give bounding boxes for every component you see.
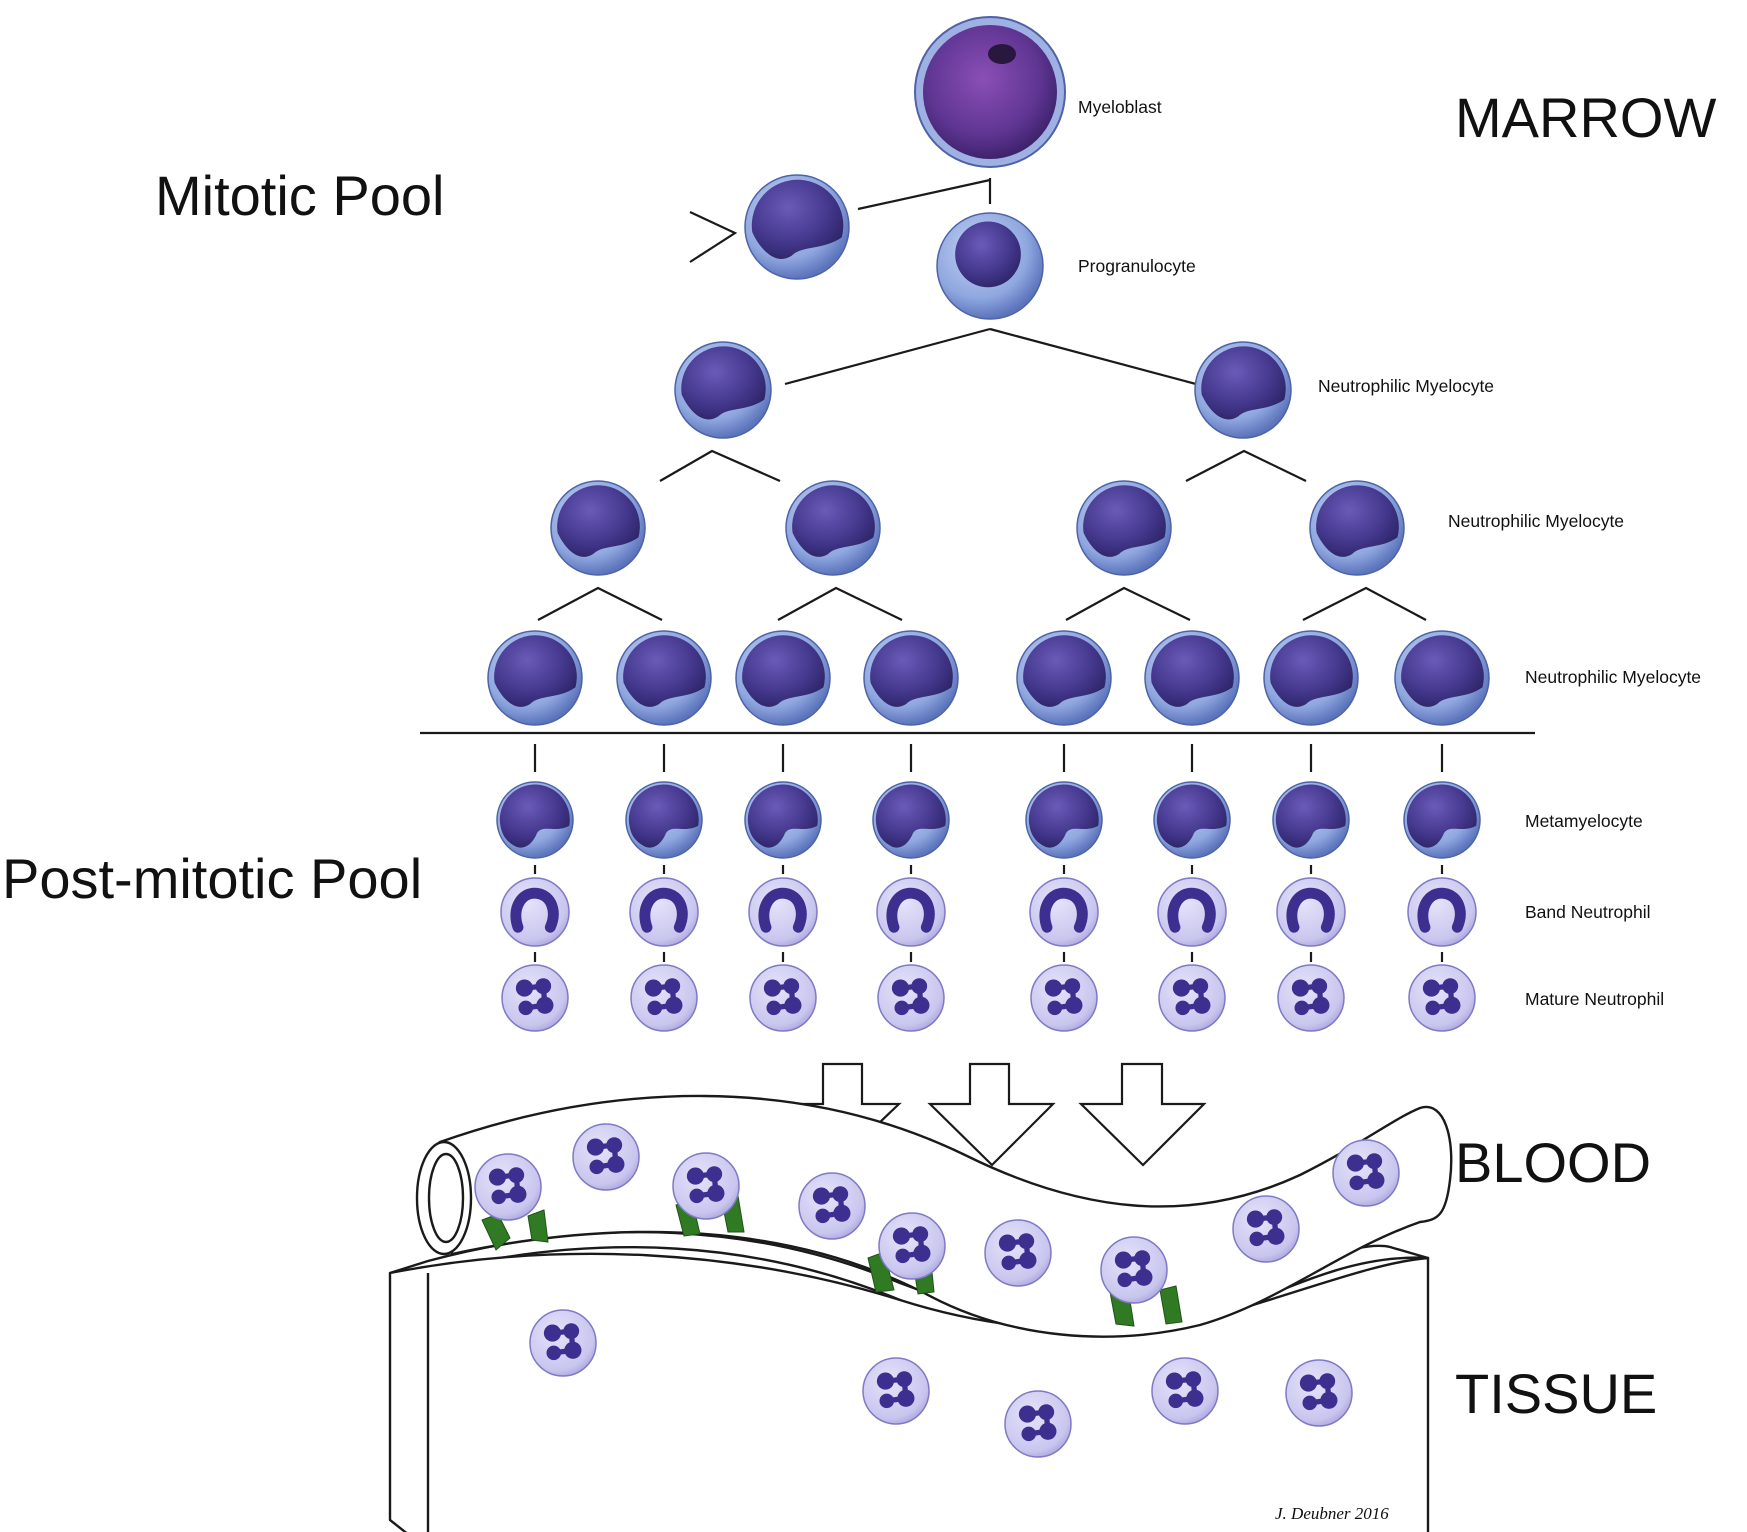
lineage-lines [420,178,1535,735]
myelocyte-gen3 [616,630,712,726]
mature-neutrophil-cell [1158,964,1226,1032]
blood-neutrophil [572,1123,640,1191]
myelocyte-label-2: Neutrophilic Myelocyte [1448,511,1624,531]
band-neutrophil-cell [1029,877,1099,947]
mature-neutrophil-cell [1277,964,1345,1032]
mature-neutrophil-cell [877,964,945,1032]
myelocyte-gen3 [735,630,831,726]
tissue-neutrophil [529,1309,597,1377]
progranulocyte-cell [936,212,1044,320]
blood-neutrophil [1232,1195,1300,1263]
band-neutrophil-cell [1407,877,1477,947]
myelocyte-gen2 [550,480,646,576]
metamyelocyte-cell [625,781,703,859]
blood-neutrophil [672,1152,740,1220]
myelocyte-gen1 [674,341,772,439]
blood-neutrophil [1332,1139,1400,1207]
vessel-opening-inner [427,1152,465,1244]
metamyelocyte-cell [1403,781,1481,859]
myelocyte-gen3 [1016,630,1112,726]
tissue-label: TISSUE [1455,1362,1657,1425]
myelocyte-gen2 [1309,480,1405,576]
marrow-label: MARROW [1455,86,1716,149]
post-mitotic-pool-label: Post-mitotic Pool [2,847,422,910]
mature-neutrophil-cell [749,964,817,1032]
band-neutrophil-label: Band Neutrophil [1525,902,1651,922]
myelocyte-gen2 [785,480,881,576]
myeloblast-cell [914,16,1066,168]
myelocyte-label-3: Neutrophilic Myelocyte [1525,667,1701,687]
metamyelocyte-cell [496,781,574,859]
myelocyte-gen3 [863,630,959,726]
band-neutrophil-cell [500,877,570,947]
down-arrow-3 [1078,1062,1207,1167]
myelocyte-gen1 [1194,341,1292,439]
mitotic-pool-label: Mitotic Pool [155,164,444,227]
band-neutrophil-cell [629,877,699,947]
metamyelocyte-label: Metamyelocyte [1525,811,1643,831]
myelocyte-gen3 [1394,630,1490,726]
metamyelocyte-cell [1153,781,1231,859]
myelocyte-gen2 [1076,480,1172,576]
myelocyte-gen3 [1144,630,1240,726]
blood-neutrophil [984,1219,1052,1287]
blood-neutrophil [878,1212,946,1280]
band-neutrophil-cell [1276,877,1346,947]
mature-neutrophil-cell [1408,964,1476,1032]
metamyelocyte-cell [1025,781,1103,859]
mitotic-cell-side [744,174,850,280]
band-neutrophil-cell [748,877,818,947]
blood-neutrophil [1100,1236,1168,1304]
tissue-neutrophil [1004,1390,1072,1458]
cells-layer [487,16,1490,1032]
myeloblast-label: Myeloblast [1078,97,1162,117]
tissue-neutrophil [1151,1357,1219,1425]
band-neutrophil-cell [1157,877,1227,947]
tissue-neutrophil [862,1357,930,1425]
down-arrow-2 [927,1062,1056,1167]
artist-credit: J. Deubner 2016 [1275,1504,1389,1523]
mature-neutrophil-label: Mature Neutrophil [1525,989,1664,1009]
blood-neutrophils [474,1123,1400,1304]
tissue-neutrophils [529,1309,1353,1458]
mature-neutrophil-cell [501,964,569,1032]
metamyelocyte-cell [744,781,822,859]
mature-neutrophil-cell [1030,964,1098,1032]
band-neutrophil-cell [876,877,946,947]
myelocyte-gen3 [1263,630,1359,726]
blood-neutrophil [798,1172,866,1240]
blood-label: BLOOD [1455,1131,1651,1194]
mature-neutrophil-cell [630,964,698,1032]
myelocyte-label-1: Neutrophilic Myelocyte [1318,376,1494,396]
metamyelocyte-cell [872,781,950,859]
metamyelocyte-cell [1272,781,1350,859]
blood-neutrophil [474,1153,542,1221]
tissue-neutrophil [1285,1359,1353,1427]
progranulocyte-label: Progranulocyte [1078,256,1196,276]
myelocyte-gen3 [487,630,583,726]
